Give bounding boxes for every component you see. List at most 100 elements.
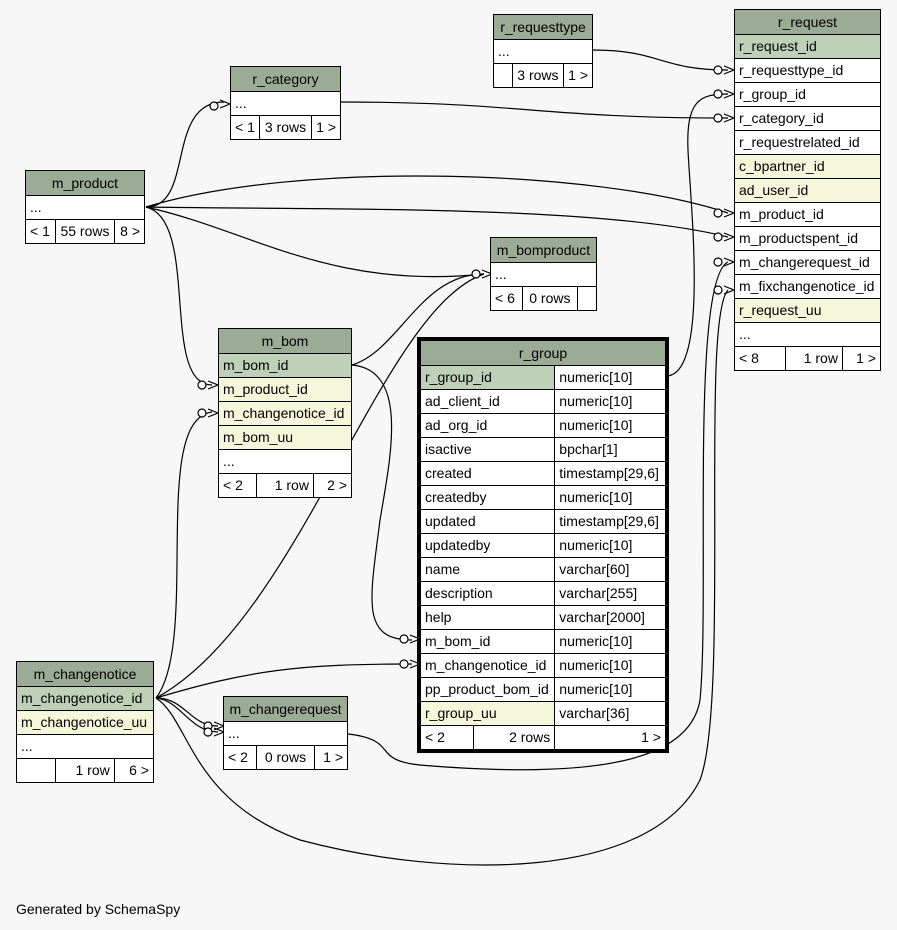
column-type: numeric[10] — [554, 389, 666, 414]
table-title[interactable]: m_bomproduct — [490, 237, 597, 263]
table-r_requesttype[interactable]: r_requesttype ... 3 rows 1 > — [493, 14, 594, 88]
table-m_bomproduct[interactable]: m_bomproduct ... < 6 0 rows — [490, 237, 597, 311]
parents-count: < 2 — [420, 725, 474, 750]
column-r_requestrelated_id[interactable]: r_requestrelated_id — [734, 130, 881, 155]
column-type: numeric[10] — [554, 413, 666, 438]
column-name[interactable]: ad_org_id — [419, 413, 556, 438]
parents-count — [16, 758, 56, 783]
marker-changerequest-b — [203, 727, 213, 737]
column-name[interactable]: isactive — [419, 437, 556, 462]
table-r_category[interactable]: r_category ... < 1 3 rows 1 > — [229, 66, 342, 140]
table-m_changenotice[interactable]: m_changenotice m_changenotice_id m_chang… — [16, 661, 155, 783]
more-columns: ... — [25, 195, 145, 220]
marker-bom-changenotice — [197, 408, 207, 418]
more-columns: ... — [734, 322, 881, 347]
edge-group-request — [665, 93, 729, 377]
column-m_bom_id[interactable]: m_bom_id — [218, 353, 352, 378]
table-title[interactable]: m_product — [25, 170, 145, 196]
column-name[interactable]: r_group_id — [419, 365, 556, 390]
table-title[interactable]: m_changenotice — [16, 661, 154, 687]
column-m_product_id[interactable]: m_product_id — [218, 377, 352, 402]
column-m_changerequest_id[interactable]: m_changerequest_id — [734, 250, 881, 275]
column-m_fixchangenotice_id[interactable]: m_fixchangenotice_id — [734, 274, 881, 299]
table-title[interactable]: m_bom — [218, 328, 352, 354]
column-type: numeric[10] — [554, 365, 666, 390]
column-name[interactable]: m_changenotice_id — [419, 653, 556, 678]
table-m_bom[interactable]: m_bom m_bom_id m_product_id m_changenoti… — [217, 328, 353, 498]
table-m_product[interactable]: m_product ... < 1 55 rows 8 > — [25, 170, 145, 244]
more-columns: ... — [493, 39, 593, 64]
row-count: 1 row — [785, 346, 843, 371]
row-count: 2 rows — [472, 725, 556, 750]
parents-count — [493, 63, 513, 88]
table-title[interactable]: r_requesttype — [493, 14, 593, 40]
column-name[interactable]: m_bom_id — [419, 629, 556, 654]
column-m_product_id[interactable]: m_product_id — [734, 202, 881, 227]
edge-product-bom — [145, 206, 213, 386]
row-count: 0 rows — [521, 286, 579, 311]
marker-requesttype — [713, 65, 723, 75]
column-m_changenotice_id[interactable]: m_changenotice_id — [218, 401, 352, 426]
column-ad_user_id[interactable]: ad_user_id — [734, 178, 881, 203]
column-name[interactable]: ad_client_id — [419, 389, 556, 414]
edge-changenotice-bom — [155, 411, 213, 699]
marker-productspent — [713, 232, 723, 242]
column-name[interactable]: name — [419, 557, 556, 582]
children-count: 1 > — [554, 725, 666, 750]
column-c_bpartner_id[interactable]: c_bpartner_id — [734, 154, 881, 179]
marker-changerequest — [713, 257, 723, 267]
column-name[interactable]: updated — [419, 509, 556, 534]
column-r_request_uu[interactable]: r_request_uu — [734, 298, 881, 323]
column-name[interactable]: r_group_uu — [419, 701, 556, 726]
table-title[interactable]: r_group — [420, 340, 666, 366]
table-title[interactable]: r_category — [230, 66, 341, 92]
column-m_changenotice_uu[interactable]: m_changenotice_uu — [16, 710, 154, 735]
table-r_request[interactable]: r_request r_request_id r_requesttype_id … — [734, 9, 882, 371]
parents-count: < 1 — [229, 115, 261, 140]
column-type: varchar[60] — [554, 557, 666, 582]
column-name[interactable]: updatedby — [419, 533, 556, 558]
parents-count: < 8 — [734, 346, 786, 371]
column-m_changenotice_id[interactable]: m_changenotice_id — [16, 686, 154, 711]
row-count: 3 rows — [512, 63, 564, 88]
column-name[interactable]: pp_product_bom_id — [419, 677, 556, 702]
column-name[interactable]: help — [419, 605, 556, 630]
column-name[interactable]: description — [419, 581, 556, 606]
marker-group-changenotice — [399, 659, 409, 669]
column-name[interactable]: created — [419, 461, 556, 486]
table-title[interactable]: r_request — [734, 9, 881, 35]
more-columns: ... — [218, 449, 352, 474]
table-m_changerequest[interactable]: m_changerequest ... < 2 0 rows 1 > — [222, 696, 349, 770]
column-r_request_id[interactable]: r_request_id — [734, 34, 881, 59]
parents-count: < 1 — [25, 219, 56, 244]
column-r_category_id[interactable]: r_category_id — [734, 106, 881, 131]
column-m_bom_uu[interactable]: m_bom_uu — [218, 425, 352, 450]
table-title[interactable]: m_changerequest — [223, 696, 348, 722]
column-type: timestamp[29,6] — [554, 461, 666, 486]
children-count: 6 > — [113, 758, 155, 783]
marker-group — [713, 89, 723, 99]
column-r_requesttype_id[interactable]: r_requesttype_id — [734, 58, 881, 83]
column-name[interactable]: createdby — [419, 485, 556, 510]
column-type: numeric[10] — [554, 677, 666, 702]
column-r_group_id[interactable]: r_group_id — [734, 82, 881, 107]
column-m_productspent_id[interactable]: m_productspent_id — [734, 226, 881, 251]
column-type: varchar[2000] — [554, 605, 666, 630]
marker-bom-product — [197, 380, 207, 390]
